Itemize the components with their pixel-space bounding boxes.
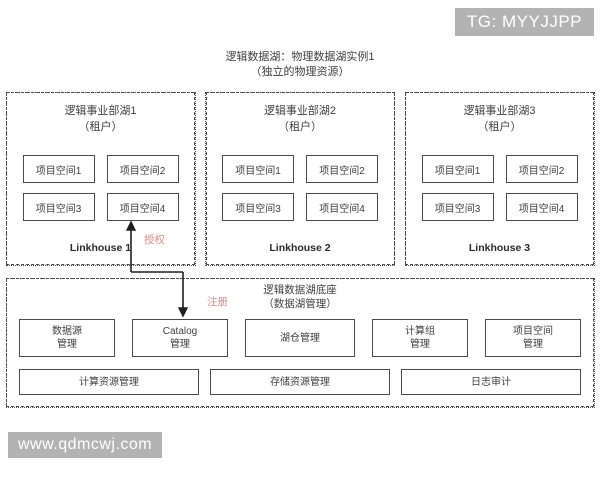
tenant-3-title: 逻辑事业部湖3 （租户） [406, 103, 593, 135]
service-box-project-space[interactable]: 项目空间 管理 [485, 319, 581, 357]
tenant-2-subtitle: （租户） [278, 121, 322, 133]
service-datasource-line2: 管理 [57, 339, 77, 350]
project-space-box[interactable]: 项目空间2 [505, 155, 578, 183]
tenant-2-project-grid: 项目空间1 项目空间2 项目空间3 项目空间4 [222, 155, 378, 221]
tenant-1-title: 逻辑事业部湖1 （租户） [7, 103, 194, 135]
project-space-box[interactable]: 项目空间3 [22, 193, 95, 221]
tenant-1-linkhouse-label: Linkhouse 1 [69, 242, 132, 254]
service-datasource-line1: 数据源 [52, 326, 82, 337]
tenant-2-title: 逻辑事业部湖2 （租户） [207, 103, 394, 135]
project-space-box[interactable]: 项目空间4 [106, 193, 179, 221]
service-lakehouse-line1: 湖仓管理 [280, 332, 320, 344]
diagram-title: 逻辑数据湖：物理数据湖实例1 （独立的物理资源） [0, 50, 600, 80]
project-space-box[interactable]: 项目空间1 [421, 155, 494, 183]
diagram-title-line2: （独立的物理资源） [250, 66, 350, 78]
service-box-catalog[interactable]: Catalog 管理 [132, 319, 228, 357]
tenant-panel-1: 逻辑事业部湖1 （租户） 项目空间1 项目空间2 项目空间3 项目空间4 Lin… [5, 91, 196, 266]
tenant-panel-2: 逻辑事业部湖2 （租户） 项目空间1 项目空间2 项目空间3 项目空间4 Lin… [205, 91, 395, 266]
foundation-title-text: 逻辑数据湖底座 [263, 284, 337, 296]
service-box-datasource[interactable]: 数据源 管理 [19, 319, 115, 357]
top-right-watermark-badge: TG: MYYJJPP [454, 8, 594, 36]
tenant-1-title-text: 逻辑事业部湖1 [64, 105, 137, 117]
foundation-title: 逻辑数据湖底座 （数据湖管理） [7, 283, 593, 311]
service-compute-group-line1: 计算组 [405, 326, 435, 337]
foundation-services-row-2: 计算资源管理 存储资源管理 日志审计 [19, 369, 581, 395]
foundation-panel: 逻辑数据湖底座 （数据湖管理） 数据源 管理 Catalog 管理 湖仓管理 计… [5, 277, 595, 408]
tenant-3-title-text: 逻辑事业部湖3 [463, 105, 536, 117]
tenant-2-title-text: 逻辑事业部湖2 [263, 105, 337, 117]
annotation-authorize: 授权 [144, 234, 165, 246]
service-compute-group-line2: 管理 [410, 339, 430, 350]
project-space-box[interactable]: 项目空间3 [421, 193, 494, 221]
service-project-space-line2: 管理 [523, 339, 543, 350]
foundation-subtitle: （数据湖管理） [263, 298, 337, 310]
tenant-3-project-grid: 项目空间1 项目空间2 项目空间3 项目空间4 [421, 155, 578, 221]
annotation-register: 注册 [207, 296, 228, 308]
diagram-title-line1: 逻辑数据湖：物理数据湖实例1 [225, 51, 375, 63]
project-space-box[interactable]: 项目空间4 [505, 193, 578, 221]
tenant-panel-3: 逻辑事业部湖3 （租户） 项目空间1 项目空间2 项目空间3 项目空间4 Lin… [404, 91, 595, 266]
tenant-3-subtitle: （租户） [477, 121, 522, 133]
tenant-1-project-grid: 项目空间1 项目空间2 项目空间3 项目空间4 [22, 155, 179, 221]
project-space-box[interactable]: 项目空间4 [306, 193, 378, 221]
bottom-watermark-text: www.qdmcwj.com [18, 436, 153, 453]
service-box-lakehouse[interactable]: 湖仓管理 [245, 319, 355, 357]
service-catalog-line1: Catalog [162, 326, 198, 337]
service-box-storage-resource[interactable]: 存储资源管理 [210, 369, 390, 395]
project-space-box[interactable]: 项目空间1 [22, 155, 95, 183]
project-space-box[interactable]: 项目空间2 [106, 155, 179, 183]
project-space-box[interactable]: 项目空间3 [222, 193, 294, 221]
service-catalog-line2: 管理 [170, 339, 190, 350]
service-box-audit-log[interactable]: 日志审计 [401, 369, 581, 395]
tenant-2-linkhouse-label: Linkhouse 2 [269, 242, 331, 254]
project-space-box[interactable]: 项目空间1 [222, 155, 294, 183]
project-space-box[interactable]: 项目空间2 [306, 155, 378, 183]
top-watermark-text: TG: MYYJJPP [466, 12, 582, 31]
tenant-1-subtitle: （租户） [78, 121, 123, 133]
service-box-compute-group[interactable]: 计算组 管理 [372, 319, 468, 357]
tenant-panels-row: 逻辑事业部湖1 （租户） 项目空间1 项目空间2 项目空间3 项目空间4 Lin… [5, 91, 595, 266]
service-box-compute-resource[interactable]: 计算资源管理 [19, 369, 199, 395]
foundation-services-row-1: 数据源 管理 Catalog 管理 湖仓管理 计算组 管理 项目空间 管理 [19, 319, 581, 357]
tenant-3-linkhouse-label: Linkhouse 3 [468, 242, 531, 254]
bottom-left-watermark: www.qdmcwj.com [8, 432, 163, 458]
service-project-space-line1: 项目空间 [513, 326, 553, 337]
